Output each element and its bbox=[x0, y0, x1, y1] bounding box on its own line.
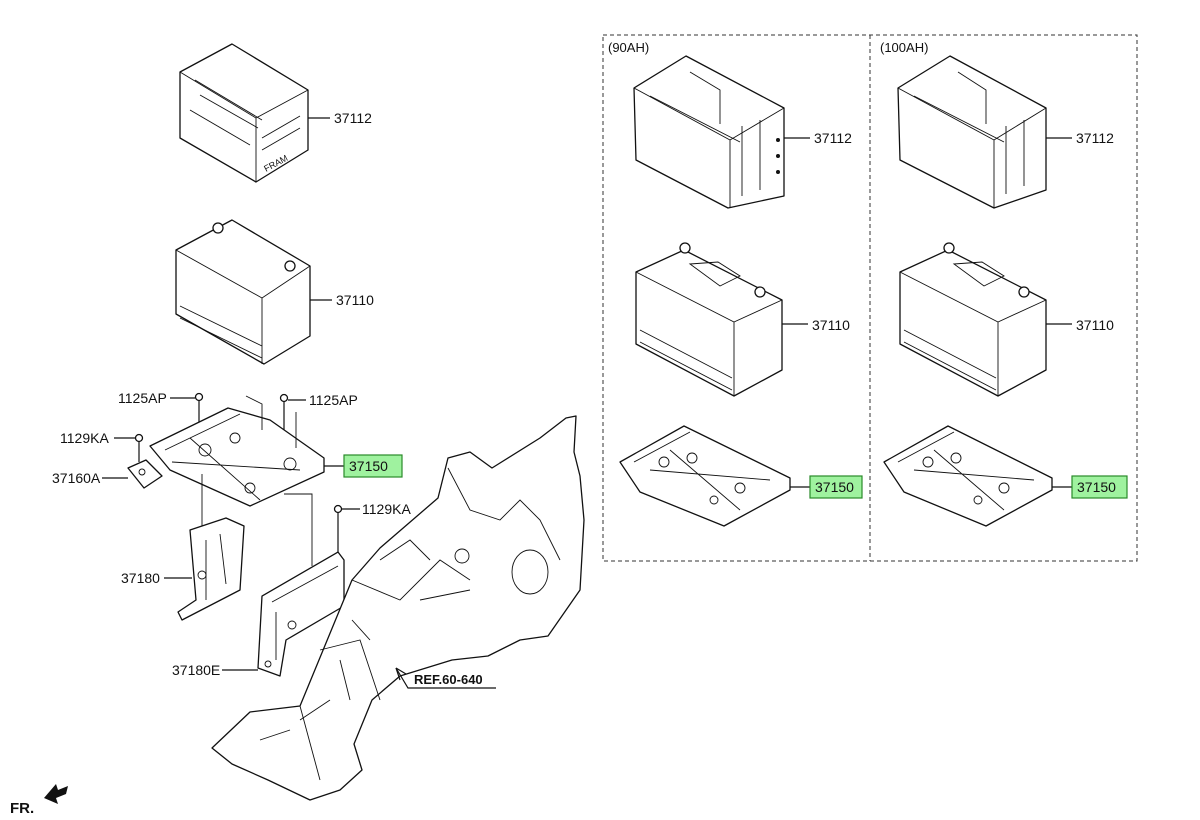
battery-tray-100ah bbox=[883, 425, 1053, 527]
part-label-1129ka-a[interactable]: 1129KA bbox=[60, 430, 109, 446]
part-label-37150-100ah[interactable]: 37150 bbox=[1077, 479, 1116, 495]
variant-heading-100ah: (100AH) bbox=[880, 40, 928, 55]
part-label-37180[interactable]: 37180 bbox=[121, 570, 160, 586]
bolt-1129ka-b-icon bbox=[333, 504, 343, 556]
bracket-37180e bbox=[257, 551, 345, 677]
part-label-37150-100ah-highlight bbox=[1071, 475, 1128, 499]
part-label-37112-100ah[interactable]: 37112 bbox=[1076, 130, 1114, 146]
part-label-37150-left-highlight bbox=[343, 454, 403, 478]
insulation-cover-left: FRAM bbox=[179, 43, 309, 183]
bracket-37160a bbox=[127, 459, 163, 489]
part-label-1125ap-a[interactable]: 1125AP bbox=[118, 390, 167, 406]
body-structure bbox=[211, 415, 585, 801]
battery-tray-90ah bbox=[619, 425, 791, 527]
reference-label[interactable]: REF.60-640 bbox=[414, 672, 483, 687]
battery-tray-left bbox=[149, 395, 325, 507]
front-arrow-icon bbox=[44, 784, 68, 804]
front-direction-label: FR. bbox=[10, 800, 34, 817]
part-label-37112-left[interactable]: 37112 bbox=[334, 110, 372, 126]
part-label-37112-90ah[interactable]: 37112 bbox=[814, 130, 852, 146]
part-label-1129ka-b[interactable]: 1129KA bbox=[362, 501, 411, 517]
part-label-37110-left[interactable]: 37110 bbox=[336, 292, 374, 308]
insulation-cover-100ah bbox=[897, 55, 1047, 209]
part-label-1125ap-b[interactable]: 1125AP bbox=[309, 392, 358, 408]
battery-left bbox=[175, 219, 311, 365]
battery-100ah bbox=[899, 242, 1047, 397]
part-label-37160a[interactable]: 37160A bbox=[52, 470, 101, 486]
part-label-37150-90ah-highlight bbox=[809, 475, 863, 499]
part-label-37110-100ah[interactable]: 37110 bbox=[1076, 317, 1114, 333]
bolt-1125ap-a-icon bbox=[194, 392, 204, 432]
battery-90ah bbox=[635, 242, 783, 397]
bracket-37180 bbox=[177, 517, 245, 621]
variant-heading-90ah: (90AH) bbox=[608, 40, 649, 55]
bolt-1129ka-a-icon bbox=[134, 433, 144, 462]
part-label-37150-90ah[interactable]: 37150 bbox=[815, 479, 854, 495]
insulation-cover-90ah bbox=[633, 55, 785, 209]
part-label-37180e[interactable]: 37180E bbox=[172, 662, 220, 678]
part-label-37150-left[interactable]: 37150 bbox=[349, 458, 388, 474]
part-label-37110-90ah[interactable]: 37110 bbox=[812, 317, 850, 333]
